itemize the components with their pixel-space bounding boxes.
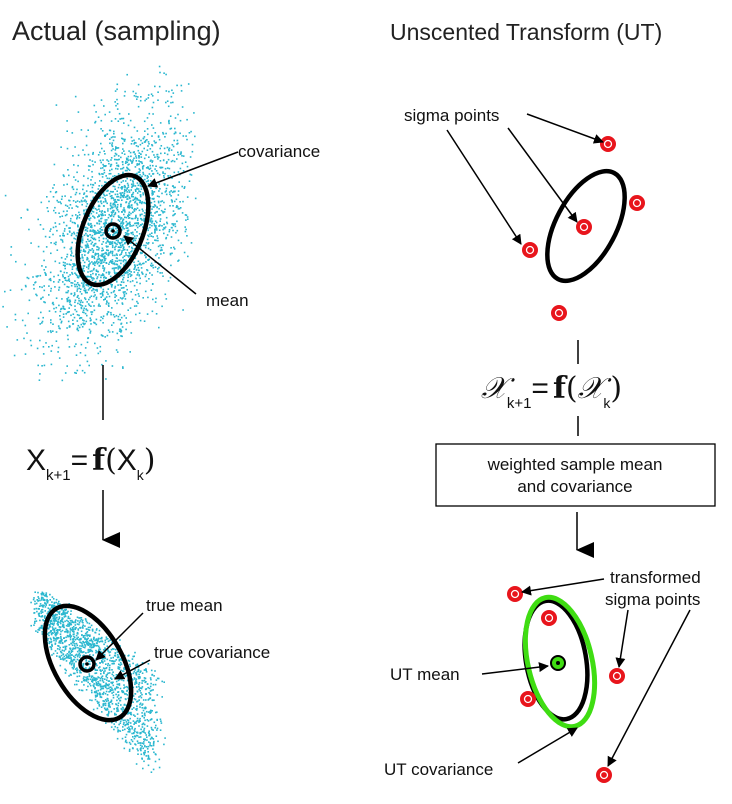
true-mean-arrow bbox=[95, 612, 144, 661]
left-equation: Xk+1=f(Xk) bbox=[26, 443, 156, 484]
sample-cloud-top bbox=[2, 65, 197, 382]
covariance-label: covariance bbox=[238, 142, 320, 161]
true-covariance-label: true covariance bbox=[154, 643, 270, 662]
true-covariance-arrow bbox=[114, 659, 151, 680]
sigma-arrow-3 bbox=[446, 129, 522, 245]
true-mean-label: true mean bbox=[146, 596, 223, 615]
mean-label: mean bbox=[206, 291, 249, 310]
sigma-points bbox=[522, 136, 645, 321]
sigma-point bbox=[609, 668, 625, 684]
sigma-point bbox=[600, 136, 616, 152]
sigma-point bbox=[551, 305, 567, 321]
sigma-arrow-1 bbox=[526, 113, 604, 144]
sigma-points-label: sigma points bbox=[404, 106, 499, 125]
true-mean-dot bbox=[85, 662, 89, 666]
ut-covariance-ellipse bbox=[522, 594, 598, 730]
mean-dot bbox=[111, 229, 115, 233]
box-line-2: and covariance bbox=[517, 477, 632, 496]
ut-mean-dot bbox=[556, 661, 560, 665]
ut-prior-ellipse bbox=[545, 168, 627, 284]
weighted-mean-box bbox=[435, 443, 716, 507]
sigma-point bbox=[507, 586, 523, 602]
sigma-point bbox=[541, 610, 557, 626]
true-covariance-ellipse bbox=[42, 603, 134, 723]
sigma-arrow-2 bbox=[507, 127, 578, 223]
sigma-point bbox=[522, 242, 538, 258]
right-title: Unscented Transform (UT) bbox=[390, 19, 662, 45]
box-line-1: weighted sample mean bbox=[487, 455, 663, 474]
covariance-arrow bbox=[147, 151, 239, 188]
transformed-arrow-2 bbox=[615, 609, 629, 668]
right-equation: 𝒳k+1=f(𝒳k) bbox=[481, 371, 622, 412]
sigma-point bbox=[629, 195, 645, 211]
left-title: Actual (sampling) bbox=[12, 16, 221, 46]
transformed-arrow-3 bbox=[607, 609, 691, 767]
transformed-arrow-1 bbox=[521, 578, 605, 596]
transformed-sigma-points bbox=[507, 586, 625, 783]
covariance-ellipse bbox=[75, 172, 151, 288]
sigma-point bbox=[576, 219, 592, 235]
ut-covariance-label: UT covariance bbox=[384, 760, 493, 779]
sigma-point bbox=[520, 691, 536, 707]
transformed-label-2: sigma points bbox=[605, 590, 700, 609]
ut-mean-arrow bbox=[481, 662, 549, 675]
mean-arrow bbox=[123, 235, 197, 295]
ut-covariance-arrow bbox=[517, 727, 578, 764]
true-mean-marker bbox=[78, 655, 96, 673]
transformed-label-1: transformed bbox=[610, 568, 701, 587]
sigma-point bbox=[596, 767, 612, 783]
ut-mean-label: UT mean bbox=[390, 665, 460, 684]
mean-marker bbox=[104, 222, 122, 240]
